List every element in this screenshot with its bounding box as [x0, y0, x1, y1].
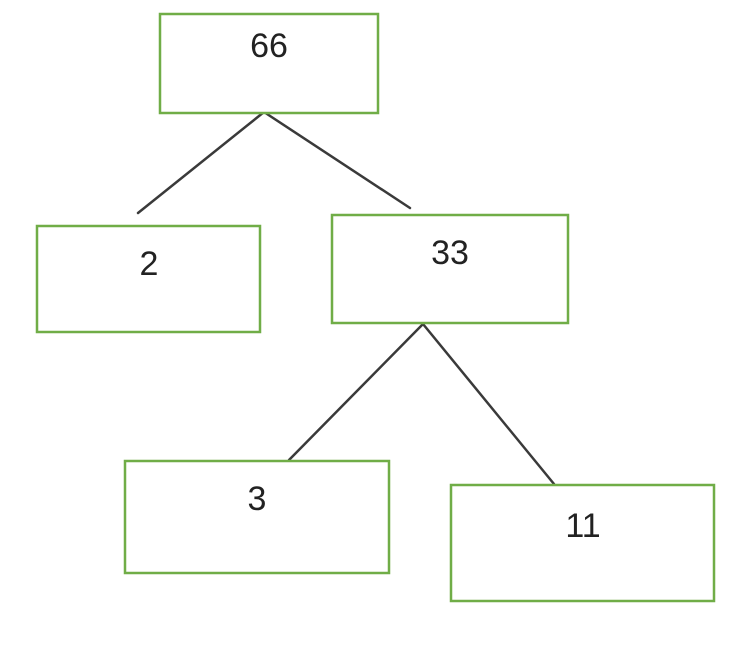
edge-66-to-33 — [262, 110, 412, 210]
node-11: 11 — [449, 483, 716, 603]
node-3-label: 3 — [248, 480, 267, 518]
edge-33-to-3 — [287, 322, 425, 462]
node-33-box — [330, 213, 570, 325]
edge-33-to-11 — [421, 322, 556, 486]
node-33: 33 — [330, 213, 570, 325]
node-2: 2 — [35, 224, 262, 334]
node-2-box — [35, 224, 262, 334]
node-66: 66 — [158, 12, 380, 115]
node-3-box — [123, 459, 391, 575]
edge-66-to-2 — [136, 110, 266, 215]
node-11-box — [449, 483, 716, 603]
node-11-label: 11 — [565, 507, 600, 545]
node-66-box — [158, 12, 380, 115]
node-2-label: 2 — [140, 245, 159, 283]
node-66-label: 66 — [250, 27, 288, 65]
node-33-label: 33 — [431, 234, 469, 272]
node-3: 3 — [123, 459, 391, 575]
